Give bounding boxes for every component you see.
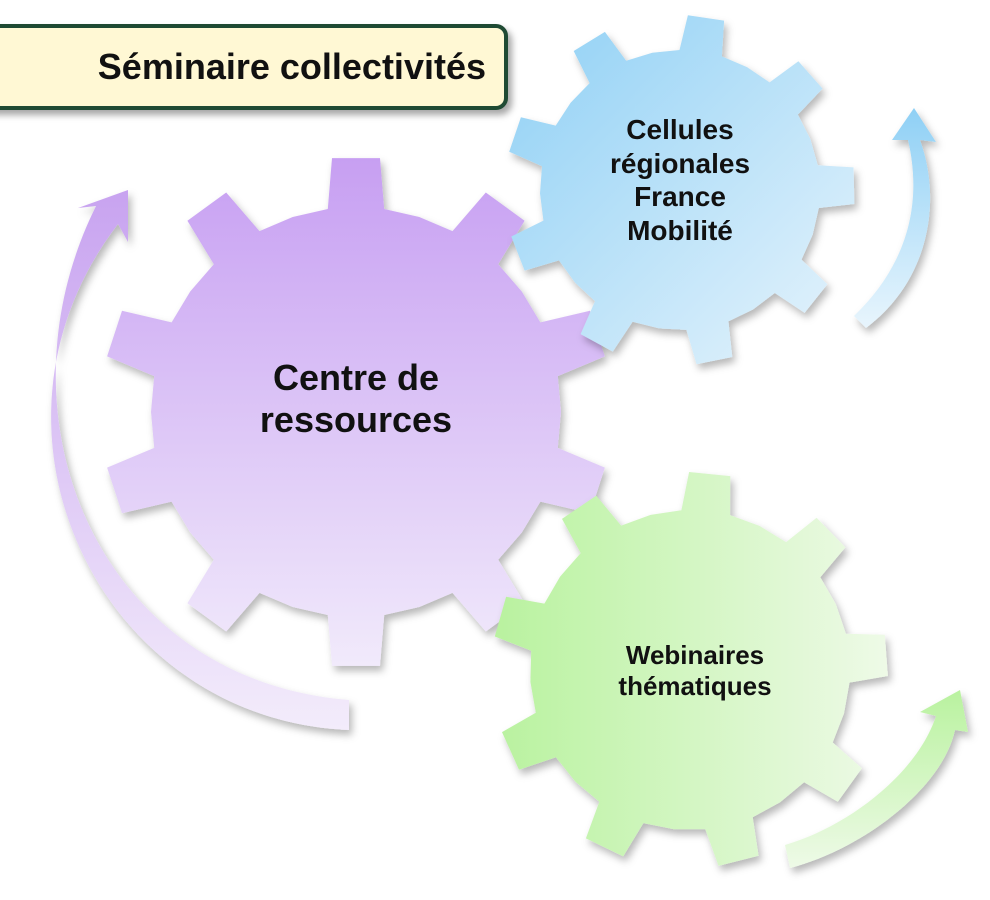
title-banner: Séminaire collectivités xyxy=(0,24,508,110)
gear-label-line: France xyxy=(634,181,726,213)
gear-label-line: Mobilité xyxy=(627,214,733,246)
gear-label-cellules-regionales: Cellules régionales France Mobilité xyxy=(580,113,780,247)
cycle-arrow-purple xyxy=(51,190,349,730)
gear-label-line: ressources xyxy=(259,399,453,441)
gear-centre-de-ressources xyxy=(107,158,605,666)
gear-label-line: thématiques xyxy=(618,670,772,701)
gear-label-line: Webinaires xyxy=(625,640,765,670)
gear-label-line: Cellules xyxy=(626,114,734,145)
gear-label-centre-de-ressources: Centre de ressources xyxy=(211,357,501,442)
gear-label-line: Centre de xyxy=(272,357,440,398)
title-text: Séminaire collectivités xyxy=(97,46,486,87)
gear-webinaires-thematiques xyxy=(494,472,888,866)
cycle-arrow-green xyxy=(785,690,968,868)
cycle-arrow-blue xyxy=(854,108,936,328)
gear-label-webinaires-thematiques: Webinaires thématiques xyxy=(590,640,800,701)
gear-cellules-regionales xyxy=(509,15,855,365)
gear-label-line: régionales xyxy=(609,147,751,179)
